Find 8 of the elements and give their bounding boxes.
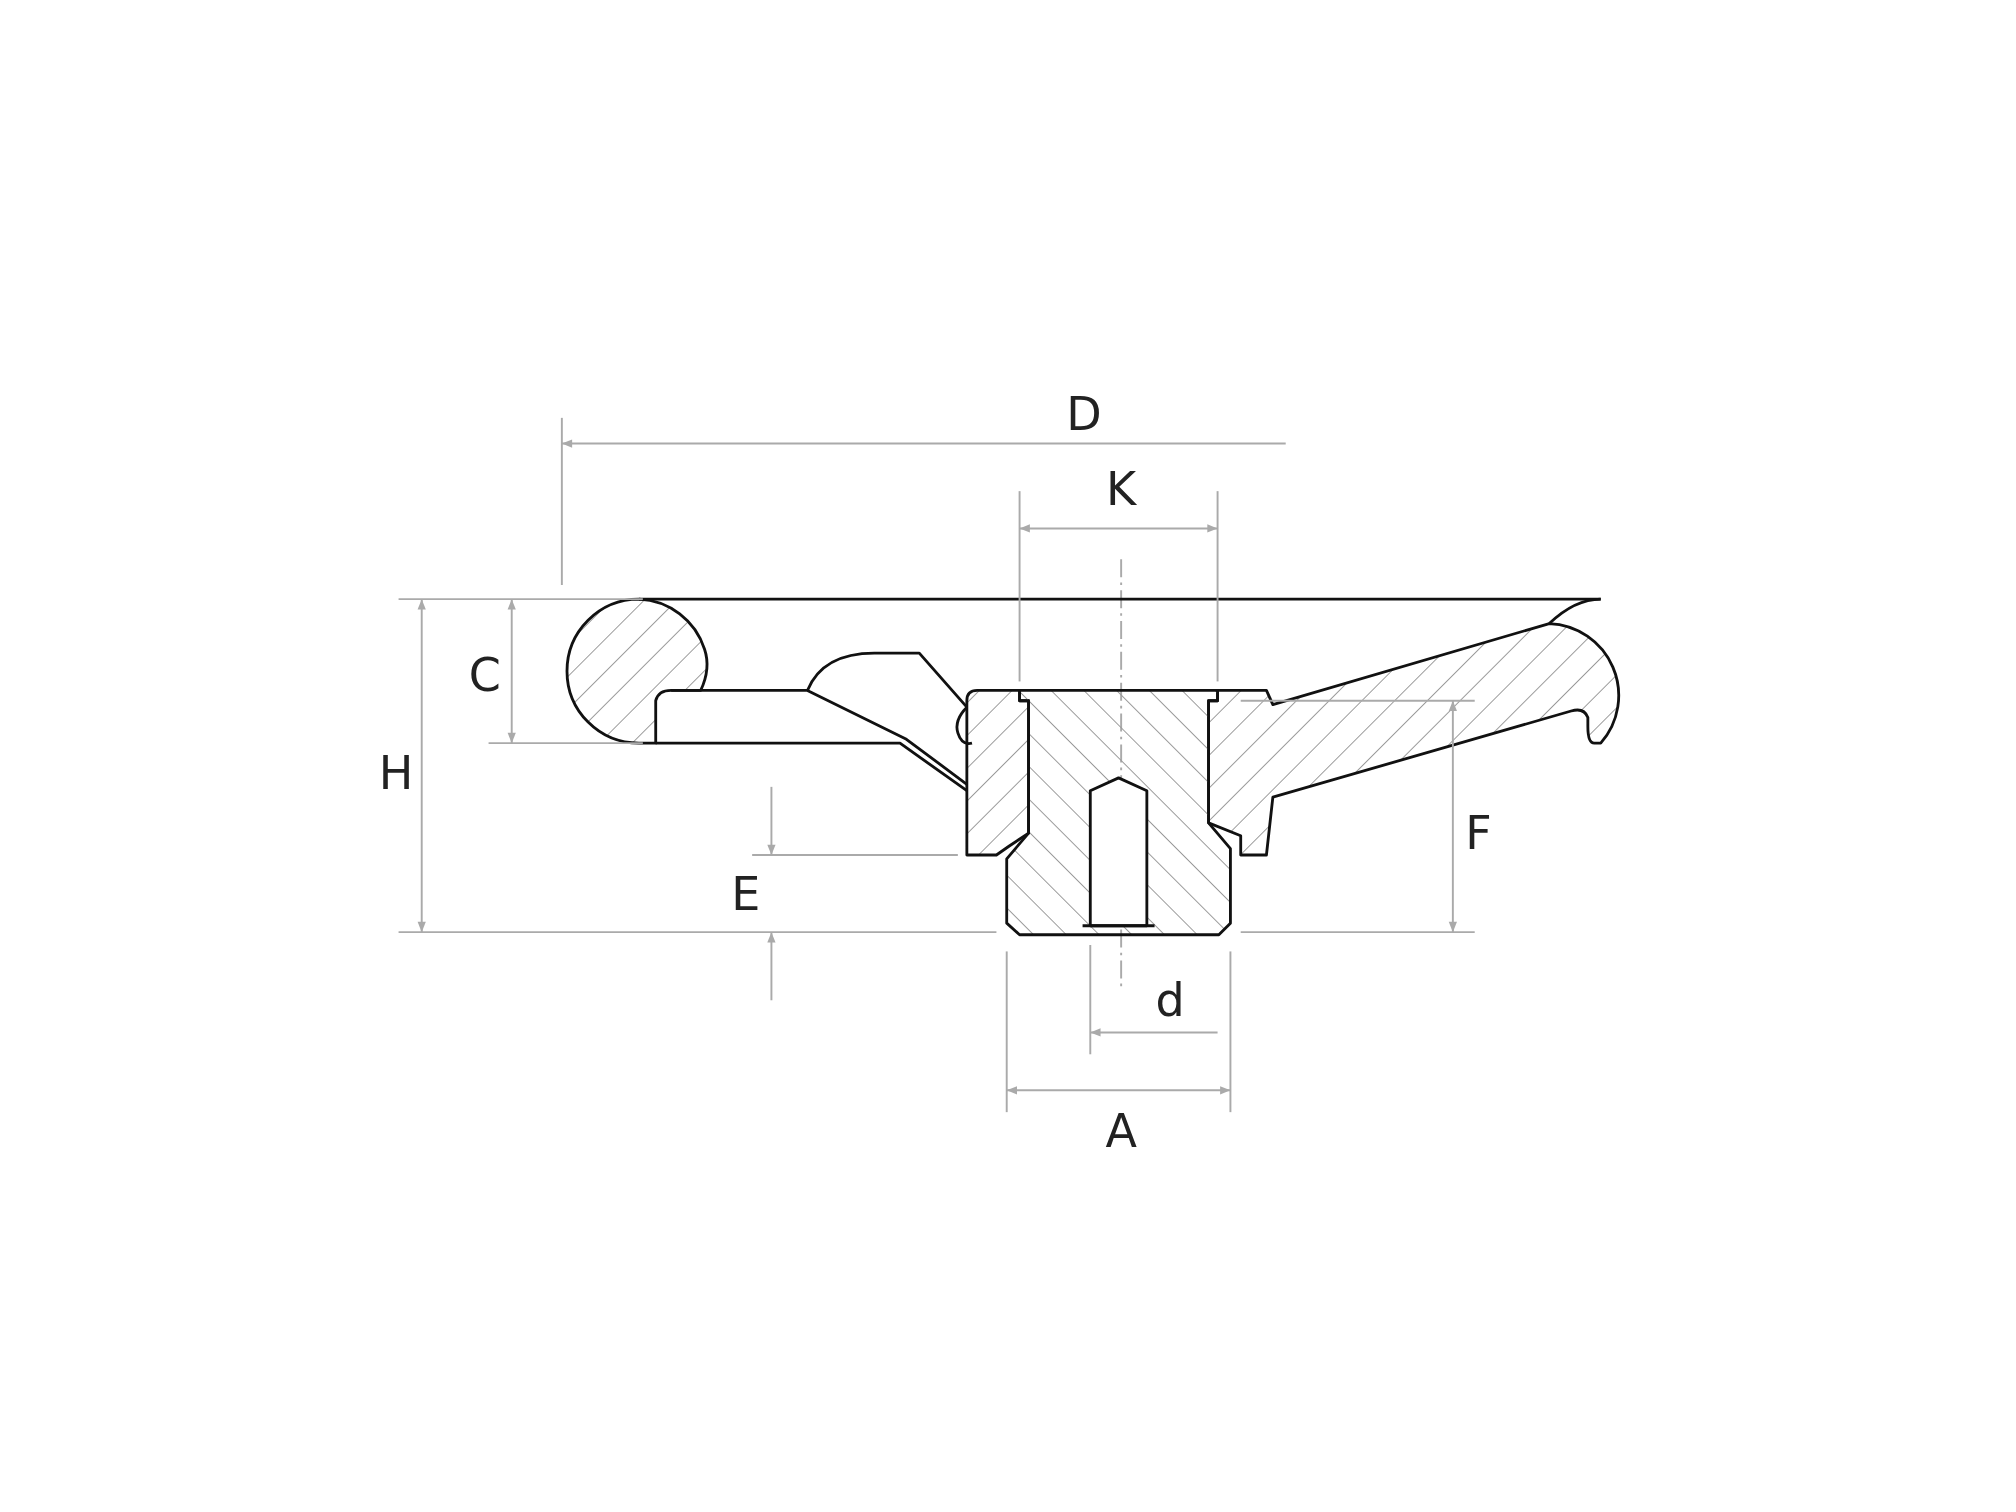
dimension-letter: E <box>731 870 761 917</box>
dimension-letter: D <box>1066 391 1102 437</box>
dimension-letter: d <box>1155 977 1185 1024</box>
dimension-letter: C <box>468 652 501 698</box>
dimension-letter: H <box>378 749 414 796</box>
dimension-letter: K <box>1106 465 1137 512</box>
dimension-letter: F <box>1465 810 1492 857</box>
dimension-letter: A <box>1105 1108 1137 1155</box>
